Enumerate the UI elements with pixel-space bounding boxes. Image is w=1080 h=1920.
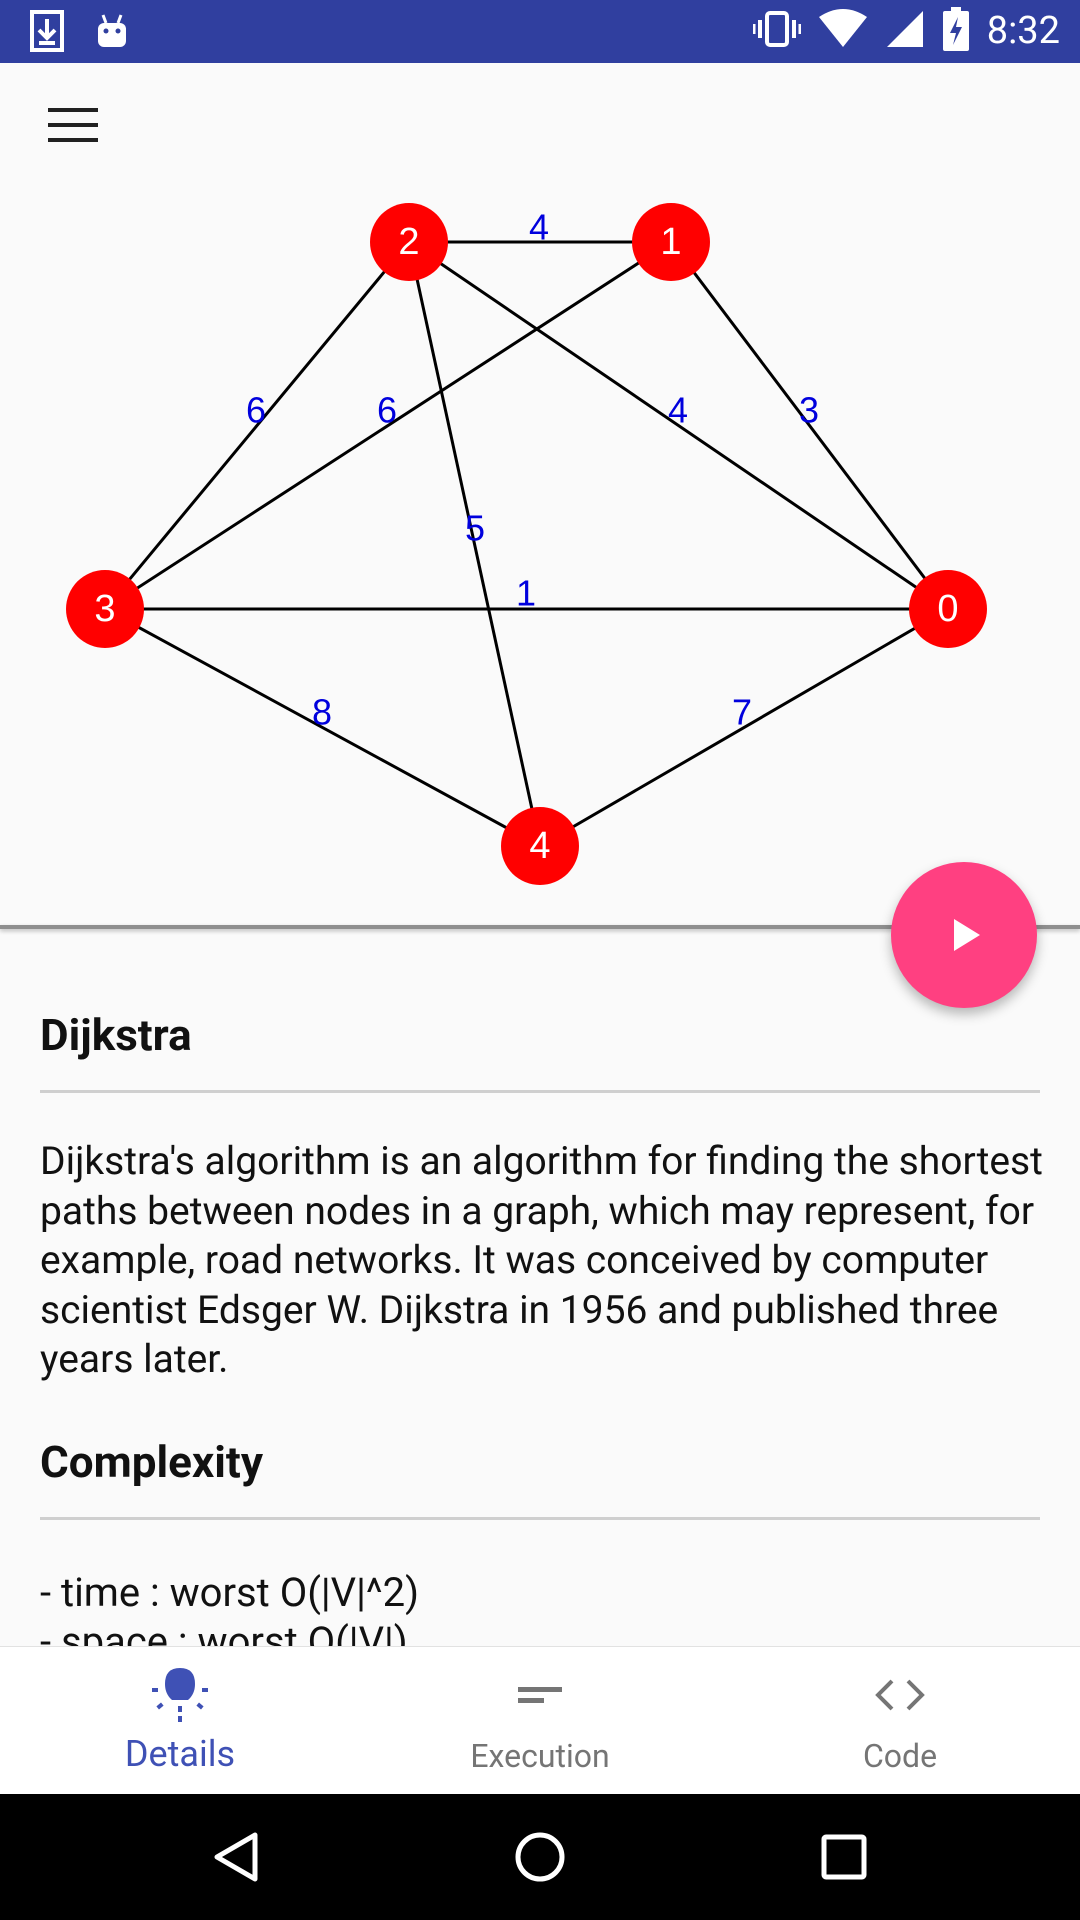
complexity-divider	[40, 1517, 1040, 1520]
details-content: Dijkstra Dijkstra's algorithm is an algo…	[0, 929, 1080, 1646]
graph-divider	[0, 925, 1080, 929]
edge-weight-3-0: 1	[516, 573, 536, 614]
recents-button[interactable]	[804, 1822, 884, 1892]
play-button[interactable]	[891, 862, 1037, 1008]
graph-edge-0-4	[539, 607, 949, 848]
algorithm-title: Dijkstra	[40, 1009, 192, 1061]
graph-node-label: 2	[398, 221, 419, 263]
graph-node-label: 3	[94, 588, 115, 630]
graph-edge-2-0	[408, 240, 949, 611]
android-icon	[94, 13, 130, 53]
home-button[interactable]	[500, 1822, 580, 1892]
vibrate-icon	[752, 9, 802, 53]
title-divider	[40, 1090, 1040, 1093]
graph-node-circle	[632, 203, 710, 281]
status-right: 8:32	[752, 6, 1060, 56]
graph-node-4[interactable]: 4	[501, 807, 579, 885]
graph-node-3[interactable]: 3	[66, 570, 144, 648]
graph-edge-1-3	[104, 240, 672, 611]
status-time: 8:32	[986, 9, 1060, 53]
graph-edge-2-3	[103, 241, 411, 610]
home-icon	[515, 1832, 565, 1882]
edge-weight-1-0: 3	[799, 390, 819, 431]
graph-node-label: 4	[529, 825, 550, 867]
graph-edge-1-0	[669, 241, 950, 610]
nav-execution-label: Execution	[470, 1737, 610, 1775]
edge-weight-2-4: 5	[465, 508, 485, 549]
edge-weight-3-4: 8	[312, 692, 332, 733]
signal-icon	[885, 9, 925, 53]
graph-edge-2-4	[407, 241, 542, 847]
back-button[interactable]	[196, 1822, 276, 1892]
nav-details[interactable]: Details	[0, 1647, 360, 1795]
wifi-icon	[818, 9, 867, 53]
graph-node-label: 0	[937, 588, 958, 630]
edge-weight-2-0: 4	[668, 390, 688, 431]
graph-edge-3-4	[104, 607, 541, 848]
graph-node-circle	[370, 203, 448, 281]
status-left	[30, 10, 130, 56]
menu-button[interactable]	[38, 93, 108, 153]
nav-execution[interactable]: Execution	[360, 1647, 720, 1795]
complexity-time: - time : worst O(|V|^2)	[40, 1569, 420, 1616]
bottom-navigation: Details Execution Code	[0, 1646, 1080, 1795]
status-bar: 8:32	[0, 0, 1080, 63]
lightbulb-icon	[0, 1665, 360, 1725]
recents-icon	[821, 1834, 867, 1880]
back-icon	[214, 1832, 258, 1882]
graph-node-circle	[66, 570, 144, 648]
execution-lines-icon	[360, 1665, 720, 1725]
edge-weight-0-4: 7	[732, 692, 752, 733]
graph-node-circle	[501, 807, 579, 885]
system-navigation	[0, 1794, 1080, 1920]
graph-node-0[interactable]: 0	[909, 570, 987, 648]
graph-node-label: 1	[660, 221, 681, 263]
nav-details-label: Details	[124, 1733, 236, 1775]
code-brackets-icon	[720, 1665, 1080, 1725]
graph-node-circle	[909, 570, 987, 648]
hamburger-menu-icon	[48, 108, 98, 142]
battery-charging-icon	[942, 7, 969, 55]
edge-weight-2-1: 4	[529, 207, 549, 248]
nav-code[interactable]: Code	[720, 1647, 1080, 1795]
edge-weight-1-3: 6	[377, 390, 397, 431]
complexity-title: Complexity	[40, 1436, 263, 1488]
download-icon	[30, 10, 64, 56]
complexity-space: - space : worst O(|V|)	[40, 1618, 408, 1646]
nav-code-label: Code	[862, 1737, 938, 1775]
algorithm-description: Dijkstra's algorithm is an algorithm for…	[40, 1138, 1043, 1382]
edge-weight-2-3: 6	[246, 390, 266, 431]
graph-node-1[interactable]: 1	[632, 203, 710, 281]
graph-node-2[interactable]: 2	[370, 203, 448, 281]
play-icon	[954, 919, 980, 951]
